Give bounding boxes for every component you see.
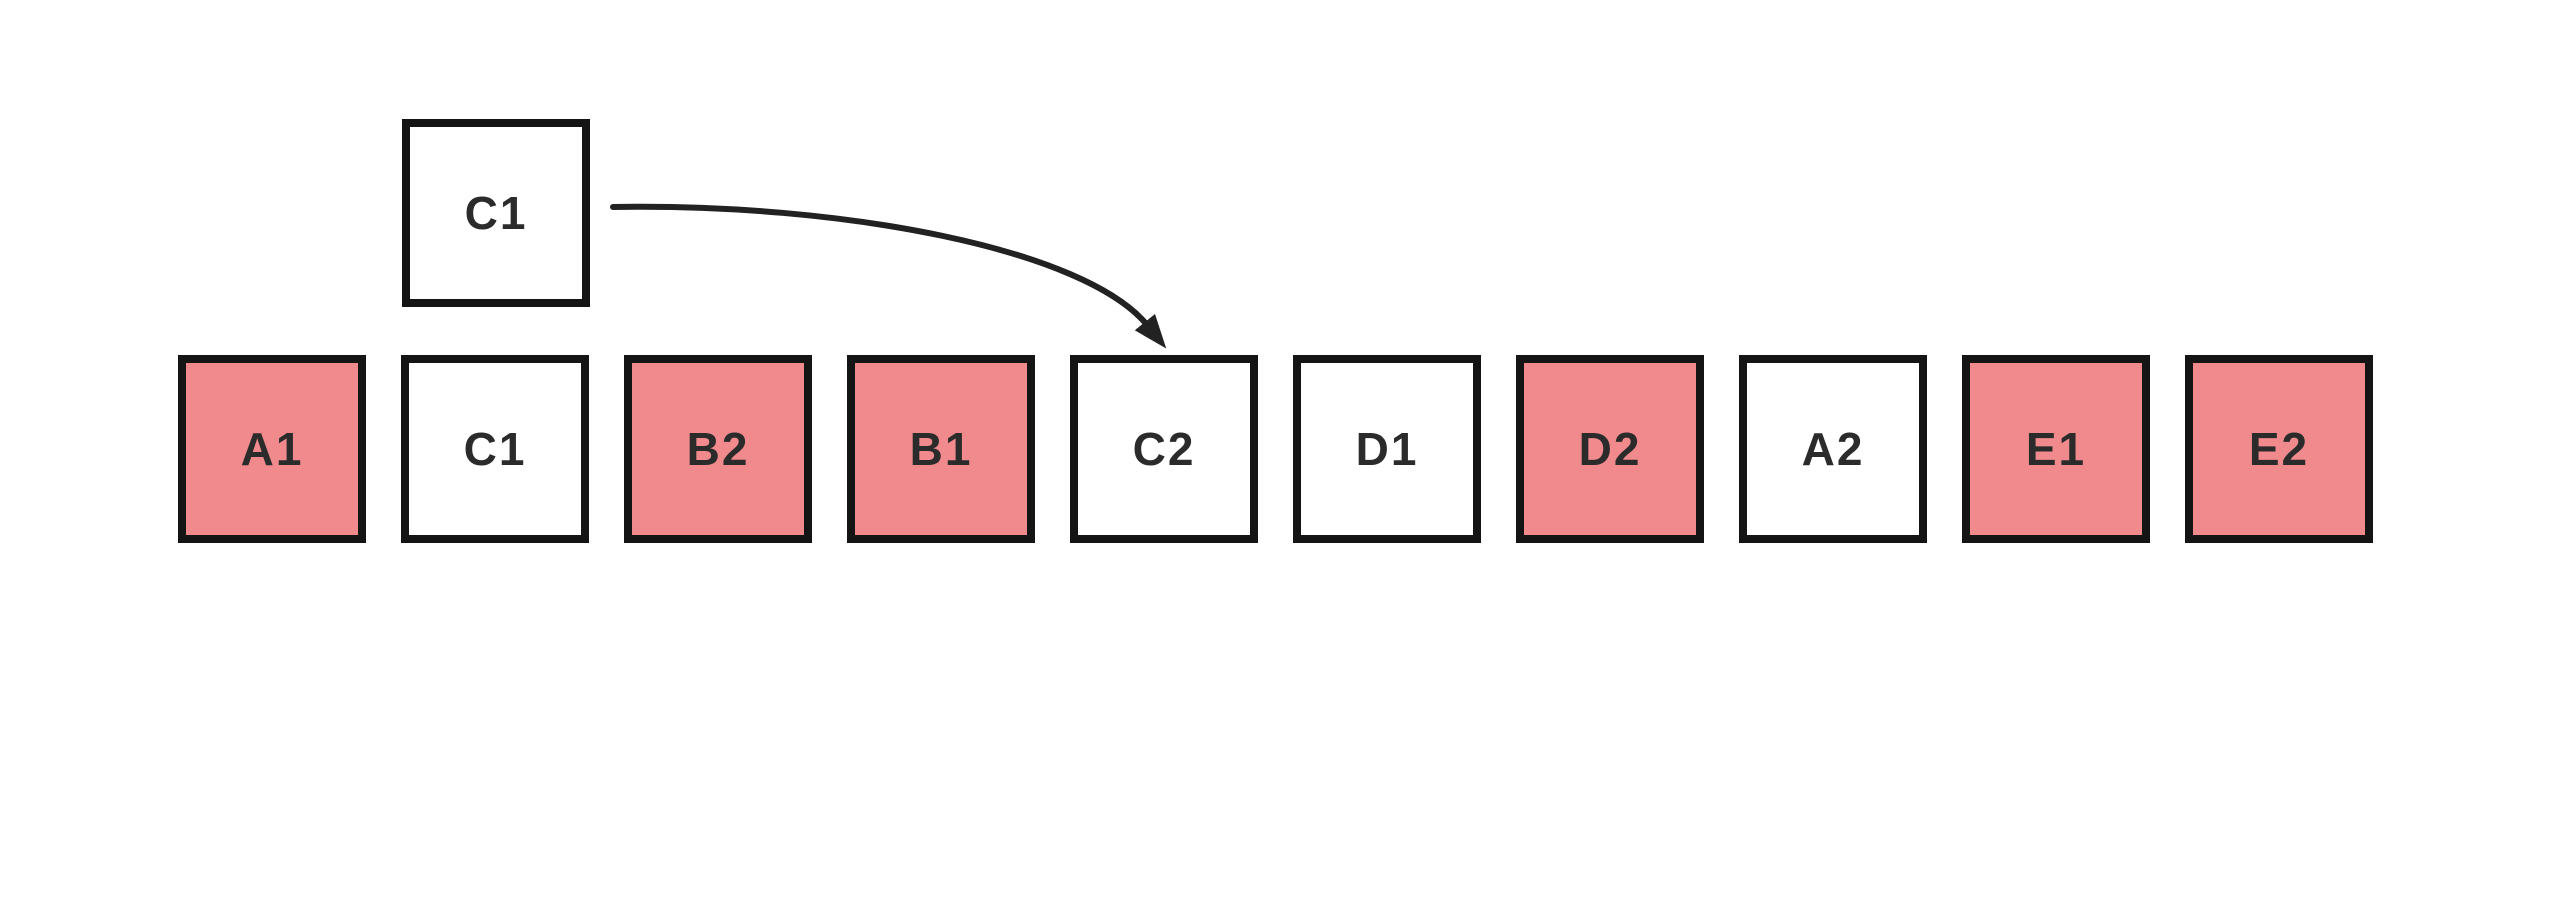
tile-a1: A1: [178, 355, 366, 543]
tile-b1: B1: [847, 355, 1035, 543]
tile-label: E1: [2025, 423, 2087, 475]
tile-label: E2: [2248, 423, 2310, 475]
floating-tile-c1: C1: [402, 119, 590, 307]
tile-label: D2: [1578, 423, 1642, 475]
tile-c1: C1: [401, 355, 589, 543]
tile-label: A2: [1801, 423, 1865, 475]
tile-c2: C2: [1070, 355, 1258, 543]
tile-e2: E2: [2185, 355, 2373, 543]
tile-label: B2: [686, 423, 750, 475]
tile-label: C2: [1132, 423, 1196, 475]
tile-row: A1 C1 B2 B1 C2 D1 D2 A2 E1 E2: [178, 355, 2373, 543]
tile-d2: D2: [1516, 355, 1704, 543]
tile-e1: E1: [1962, 355, 2150, 543]
tile-b2: B2: [624, 355, 812, 543]
tile-label: C1: [463, 423, 527, 475]
tile-label: A1: [240, 423, 304, 475]
tile-label: D1: [1355, 423, 1419, 475]
arrow-curve: [610, 203, 1167, 349]
floating-tile-label: C1: [464, 187, 528, 239]
tile-d1: D1: [1293, 355, 1481, 543]
tile-label: B1: [909, 423, 973, 475]
tile-a2: A2: [1739, 355, 1927, 543]
